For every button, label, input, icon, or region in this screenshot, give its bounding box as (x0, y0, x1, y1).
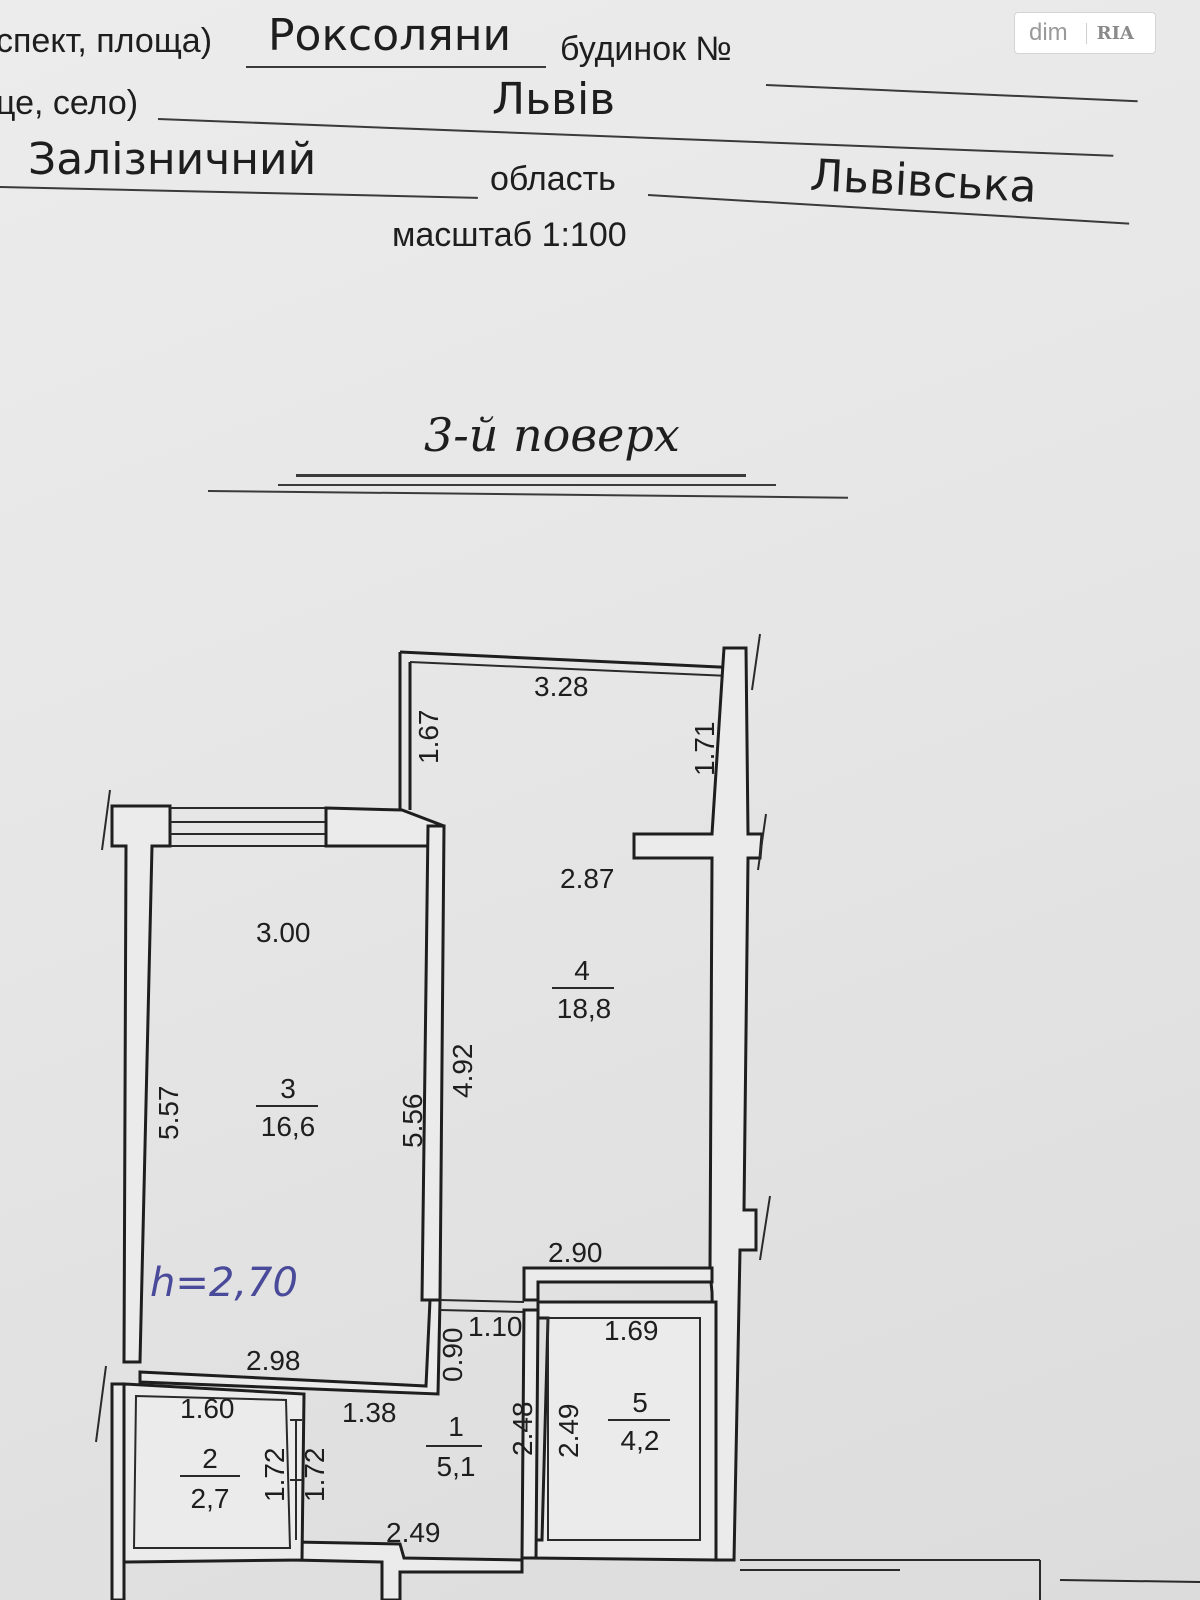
room-4-bottom-wall (522, 1266, 714, 1302)
dim-3-28: 3.28 (534, 671, 589, 702)
dim-1-10: 1.10 (468, 1311, 523, 1342)
break-mark-4 (759, 1195, 771, 1261)
dim-4-92: 4.92 (447, 1044, 478, 1099)
room-2-number: 2 (202, 1443, 218, 1474)
break-mark-3 (757, 813, 767, 871)
street-value: Роксоляни (268, 10, 512, 61)
room-1-number: 1 (448, 1411, 464, 1442)
room-2-area: 2,7 (191, 1483, 230, 1514)
room-3-number: 3 (280, 1073, 296, 1104)
scale-label: масштаб 1:100 (392, 216, 627, 254)
dim-0-90: 0.90 (437, 1328, 468, 1383)
left-bottom-wall (110, 1382, 126, 1600)
room-3-left-wall (110, 804, 172, 1364)
locality-type-label: це, село) (0, 84, 139, 122)
dim-2-90: 2.90 (548, 1237, 603, 1268)
ceiling-height-note: h=2,70 (150, 1260, 298, 1306)
exterior-bottom-line (740, 1559, 1200, 1600)
house-number-label: будинок № (560, 30, 732, 68)
city-value: Львів (492, 74, 616, 125)
room-1-label: 1 5,1 (426, 1411, 482, 1482)
dim-1-72-right: 1.72 (299, 1448, 330, 1503)
region-label: область (490, 160, 616, 198)
dim-5-57: 5.57 (153, 1086, 184, 1141)
break-mark-1 (751, 633, 761, 691)
dim-3-00: 3.00 (256, 917, 311, 948)
room-3-top-right-wall (324, 806, 446, 848)
floor-title: 3-й поверх (424, 408, 680, 462)
dim-1-38: 1.38 (342, 1397, 397, 1428)
dim-1-60: 1.60 (180, 1393, 235, 1424)
room-3-area: 16,6 (261, 1111, 316, 1142)
dim-2-87: 2.87 (560, 863, 615, 894)
room-5-label: 5 4,2 (608, 1387, 670, 1456)
dim-2-98: 2.98 (246, 1345, 301, 1376)
floor-title-underline-2 (278, 484, 776, 486)
room-5-number: 5 (632, 1387, 648, 1418)
dim-2-49-vertical: 2.49 (553, 1404, 584, 1459)
balcony-inner-line (409, 661, 731, 677)
dim-5-56: 5.56 (397, 1094, 428, 1149)
room-4-right-wall (632, 646, 764, 1562)
break-mark-5 (95, 1365, 107, 1443)
corridor-right-wall (520, 1308, 540, 1560)
balcony-outline (398, 650, 741, 812)
district-value: Залізничний (28, 134, 317, 185)
room-5-inner (547, 1317, 701, 1541)
room-3-label: 3 16,6 (256, 1073, 318, 1142)
room-1-area: 5,1 (437, 1451, 476, 1482)
corridor-doorway (439, 1299, 525, 1313)
street-type-label: спект, площа) (0, 22, 213, 60)
watermark-dim: dim (1029, 19, 1068, 46)
corridor-bottom-wall (292, 1540, 524, 1600)
room-2-door (290, 1419, 302, 1540)
street-underline (246, 66, 546, 68)
dim-1-71: 1.71 (689, 722, 720, 777)
dim-2-49-bottom: 2.49 (386, 1517, 441, 1548)
watermark-ria: RIA (1085, 22, 1134, 44)
room-3-window (170, 807, 326, 847)
room-4-number: 4 (574, 955, 590, 986)
room-4-area: 18,8 (557, 993, 612, 1024)
break-mark-2 (101, 789, 111, 851)
dim-1-69: 1.69 (604, 1315, 659, 1346)
room-2-label: 2 2,7 (180, 1443, 240, 1514)
dim-1-72-left: 1.72 (259, 1448, 290, 1503)
room-3-right-wall (420, 824, 446, 1302)
floor-title-underline-1 (296, 474, 746, 477)
room-2-inner (132, 1394, 292, 1549)
dim-2-48: 2.48 (507, 1402, 538, 1457)
dim-ria-watermark: dim RIA (1014, 12, 1156, 54)
room-4-label: 4 18,8 (552, 955, 614, 1024)
dim-1-67: 1.67 (413, 710, 444, 765)
room-5-area: 4,2 (621, 1425, 660, 1456)
